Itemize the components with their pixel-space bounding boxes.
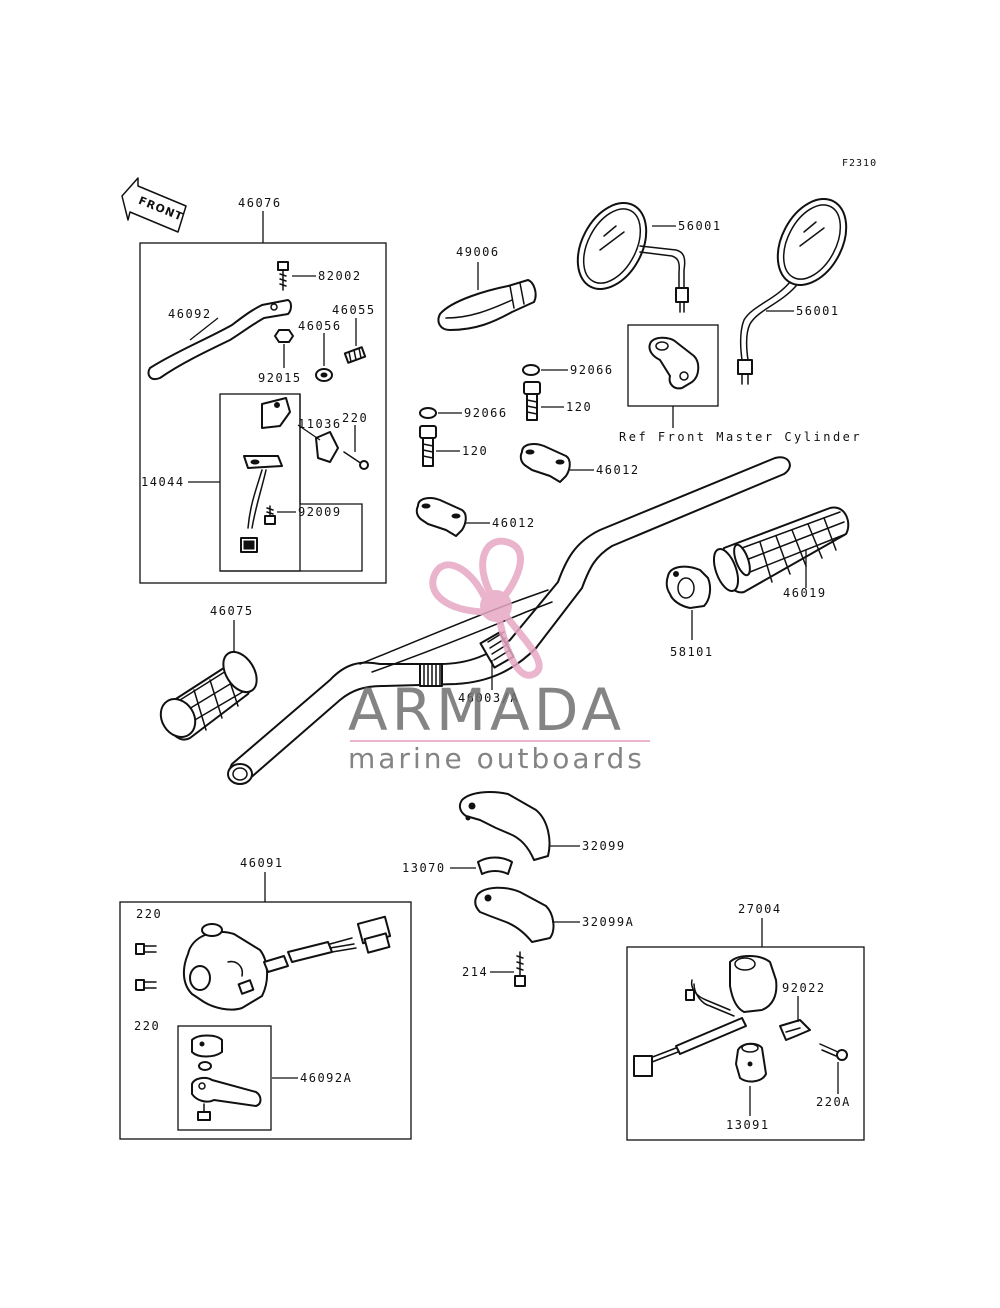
choke-lever-parts-icon bbox=[191, 1034, 262, 1121]
watermark-tagline: marine outboards bbox=[348, 742, 645, 775]
part-label-27004: 27004 bbox=[738, 902, 782, 916]
screw-220-upper-left-icon bbox=[135, 943, 157, 955]
part-label-46003A: 46003/A bbox=[458, 691, 519, 705]
watermark-brand: ARMADA bbox=[348, 676, 625, 744]
mirror-left-icon bbox=[576, 202, 689, 313]
part-label-46055: 46055 bbox=[332, 303, 376, 317]
left-switch-housing-icon bbox=[182, 923, 289, 1011]
part-label-120-upper: 120 bbox=[566, 400, 592, 414]
part-label-46056: 46056 bbox=[298, 319, 342, 333]
part-label-46012-lower: 46012 bbox=[492, 516, 536, 530]
part-label-92066-lower: 92066 bbox=[464, 406, 508, 420]
bolt-120-upper-icon bbox=[523, 381, 541, 421]
reference-note: Ref Front Master Cylinder bbox=[619, 430, 862, 444]
part-label-46075: 46075 bbox=[210, 604, 254, 618]
part-label-46092: 46092 bbox=[168, 307, 212, 321]
part-label-58101: 58101 bbox=[670, 645, 714, 659]
throttle-grip-icon bbox=[712, 506, 850, 594]
screw-220-top-icon bbox=[343, 451, 369, 470]
part-label-13070: 13070 bbox=[402, 861, 446, 875]
clip-92022-icon bbox=[779, 1019, 811, 1041]
part-label-220-switch-lower: 220 bbox=[134, 1019, 160, 1033]
part-label-56001-right: 56001 bbox=[796, 304, 840, 318]
clutch-switch-icon bbox=[240, 455, 283, 553]
part-label-46076: 46076 bbox=[238, 196, 282, 210]
part-label-46091: 46091 bbox=[240, 856, 284, 870]
part-label-82002: 82002 bbox=[318, 269, 362, 283]
switch-wire-harness-icon bbox=[287, 915, 392, 963]
clutch-lever-icon bbox=[147, 299, 292, 380]
holder-46012-upper-icon bbox=[519, 443, 571, 483]
switch-holder-13091-icon bbox=[735, 1042, 767, 1083]
spacer-13070-icon bbox=[477, 856, 513, 875]
part-label-56001-left: 56001 bbox=[678, 219, 722, 233]
guard-32099A-icon bbox=[474, 886, 555, 943]
left-grip-icon bbox=[159, 650, 258, 741]
figure-code: F2310 bbox=[842, 158, 877, 169]
holder-46012-lower-icon bbox=[415, 497, 467, 537]
washer-92066-lower-icon bbox=[419, 407, 437, 419]
bracket-11036-icon bbox=[261, 397, 339, 463]
part-label-220-switch-upper: 220 bbox=[136, 907, 162, 921]
switch-inner-box-left bbox=[219, 393, 301, 572]
right-switch-box bbox=[626, 946, 865, 1141]
guard-32099-icon bbox=[458, 791, 551, 861]
armada-watermark: ARMADA marine outboards bbox=[348, 537, 650, 775]
part-label-46019: 46019 bbox=[783, 586, 827, 600]
propeller-logo-icon bbox=[429, 537, 543, 679]
front-arrow-icon: FRONT bbox=[121, 177, 187, 233]
screw-220-lower-left-icon bbox=[135, 979, 157, 991]
part-label-11036: 11036 bbox=[298, 417, 342, 431]
part-label-214: 214 bbox=[462, 965, 488, 979]
part-label-92022: 92022 bbox=[782, 981, 826, 995]
washer-46056-icon bbox=[315, 368, 333, 382]
clutch-lever-assembly-group: 46076 82002 46092 92015 46056 bbox=[139, 196, 387, 584]
part-label-220-top: 220 bbox=[342, 411, 368, 425]
bolt-214-icon bbox=[514, 951, 526, 987]
screw-92009-icon bbox=[264, 505, 276, 525]
front-marker-label: FRONT bbox=[137, 194, 185, 224]
part-label-220A: 220A bbox=[816, 1095, 851, 1109]
part-label-46012-upper: 46012 bbox=[596, 463, 640, 477]
cover-49006-icon bbox=[437, 279, 537, 331]
part-label-92066-upper: 92066 bbox=[570, 363, 614, 377]
bolt-82002-icon bbox=[277, 261, 289, 291]
left-handlebar-switch-group: 46091 220 220 bbox=[119, 856, 412, 1140]
part-label-92009: 92009 bbox=[298, 505, 342, 519]
master-cylinder-reference-group: Ref Front Master Cylinder bbox=[619, 324, 862, 444]
screw-46055-icon bbox=[343, 346, 367, 364]
right-handlebar-switch-group: 27004 92022 220A 13091 bbox=[626, 902, 865, 1141]
nut-92015-icon bbox=[274, 329, 294, 343]
part-label-13091: 13091 bbox=[726, 1118, 770, 1132]
part-label-14044: 14044 bbox=[141, 475, 185, 489]
choke-lever-inner-box bbox=[177, 1025, 272, 1131]
bolt-120-lower-icon bbox=[419, 425, 437, 467]
washer-92066-upper-icon bbox=[522, 364, 540, 376]
part-label-32099A: 32099A bbox=[582, 915, 634, 929]
throttle-case-58101-icon bbox=[665, 565, 712, 609]
part-label-92015: 92015 bbox=[258, 371, 302, 385]
part-label-32099: 32099 bbox=[582, 839, 626, 853]
screw-220A-icon bbox=[819, 1043, 848, 1061]
mirror-right-icon bbox=[737, 198, 848, 385]
part-label-49006: 49006 bbox=[456, 245, 500, 259]
part-label-120-lower: 120 bbox=[462, 444, 488, 458]
brake-switch-wiring-icon bbox=[633, 955, 778, 1077]
master-cylinder-clamp-icon bbox=[648, 336, 700, 390]
part-label-46092A: 46092A bbox=[300, 1071, 352, 1085]
